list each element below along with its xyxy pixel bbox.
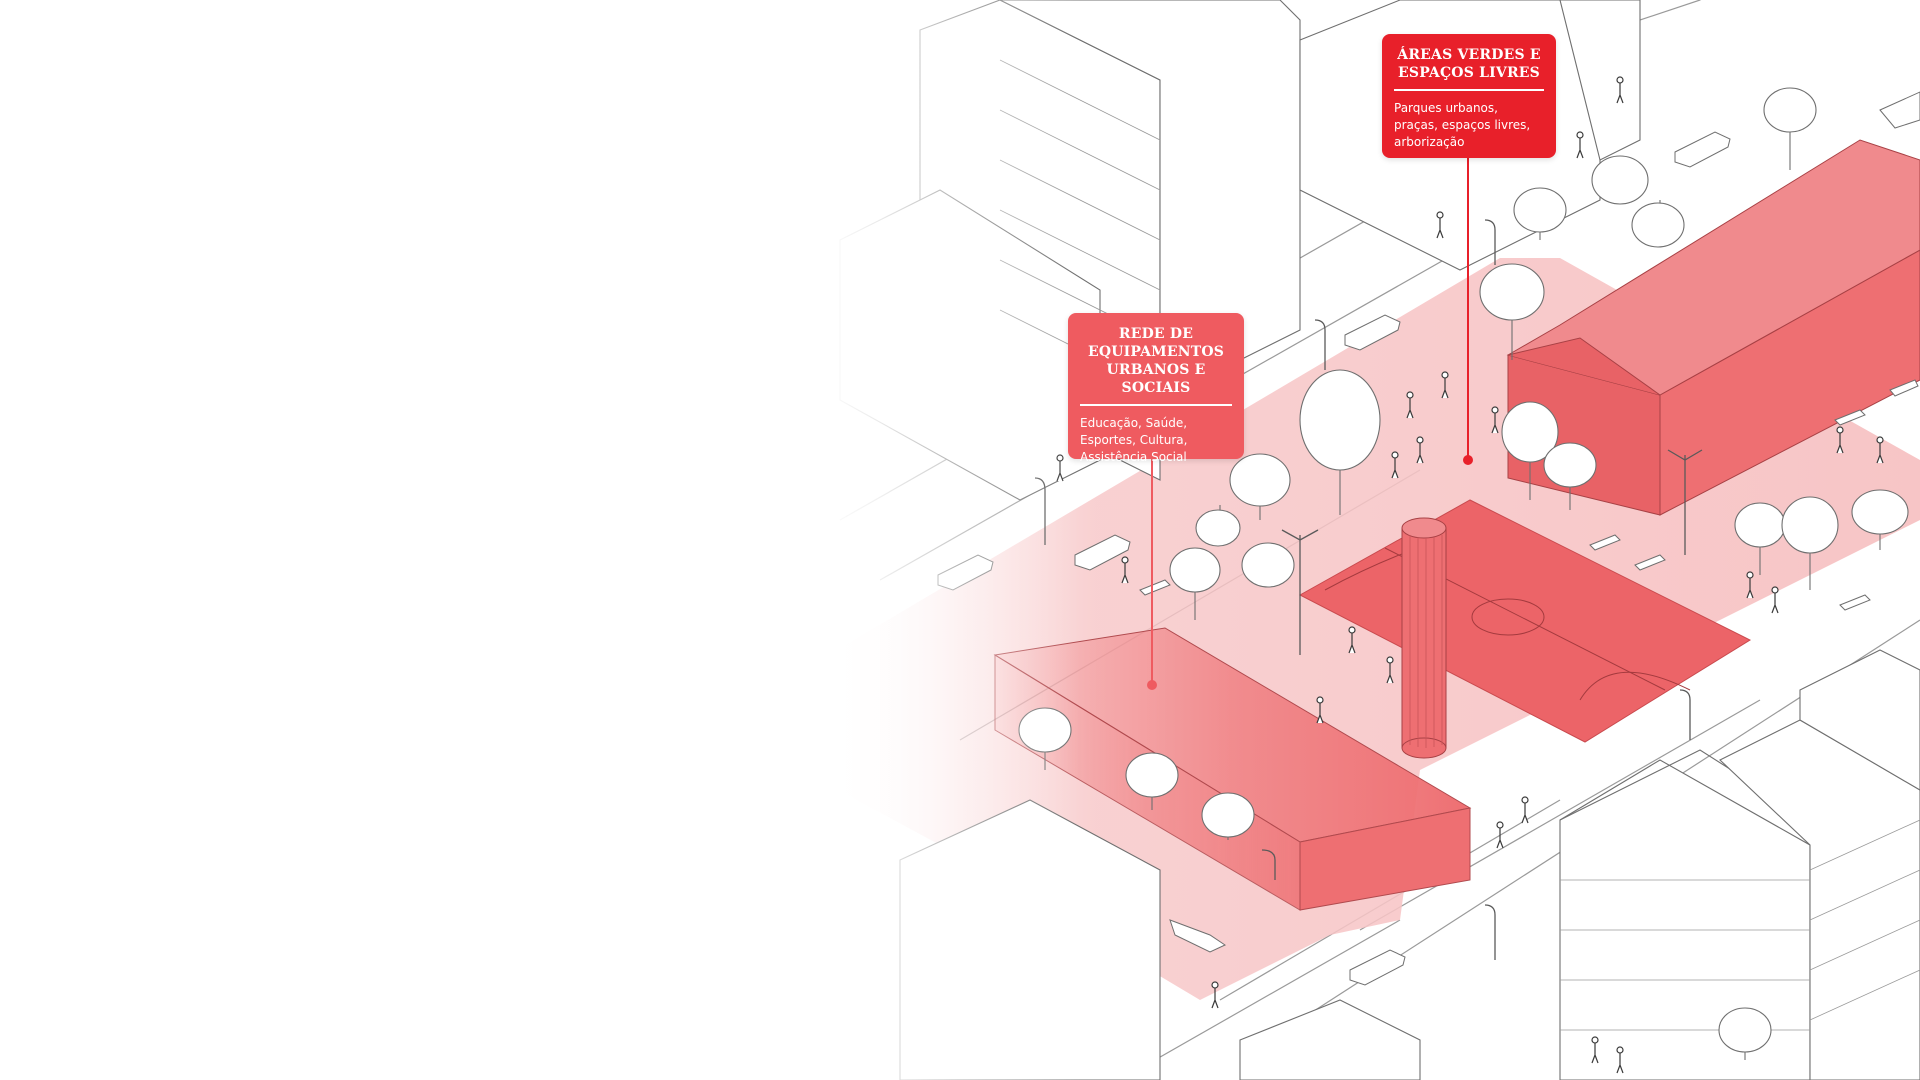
red-column: [1401, 517, 1447, 759]
car-icon: [1674, 131, 1731, 168]
streetlight-icon: [1484, 904, 1496, 960]
bench-icon: [1839, 594, 1871, 611]
person-icon: [1521, 796, 1529, 824]
callout-areas-verdes: ÁREAS VERDES E ESPAÇOS LIVRES Parques ur…: [1382, 34, 1556, 158]
tree-icon: [1591, 155, 1649, 205]
person-icon: [1211, 981, 1219, 1009]
callout-equipamentos-title: REDE DE EQUIPAMENTOS URBANOS E SOCIAIS: [1080, 325, 1232, 406]
callout-equipamentos: REDE DE EQUIPAMENTOS URBANOS E SOCIAIS E…: [1068, 313, 1244, 464]
car-icon: [1349, 949, 1406, 986]
callout-areas-verdes-title: ÁREAS VERDES E ESPAÇOS LIVRES: [1394, 46, 1544, 91]
callout-areas-verdes-body: Parques urbanos, praças, espaços livres,…: [1394, 101, 1531, 149]
tree-icon: [1241, 542, 1295, 588]
tree-icon: [1763, 87, 1817, 170]
person-icon: [1496, 821, 1504, 849]
car-icon: [1879, 91, 1920, 129]
leader-dot-equipamentos: [1147, 680, 1157, 690]
streetlight-icon: [1679, 689, 1691, 740]
leader-dot-areas-verdes: [1463, 455, 1473, 465]
tree-icon: [1631, 200, 1685, 248]
building-block: [1239, 999, 1421, 1080]
person-icon: [1771, 586, 1779, 614]
callout-equipamentos-body: Educação, Saúde, Esportes, Cultura, Assi…: [1080, 416, 1188, 464]
